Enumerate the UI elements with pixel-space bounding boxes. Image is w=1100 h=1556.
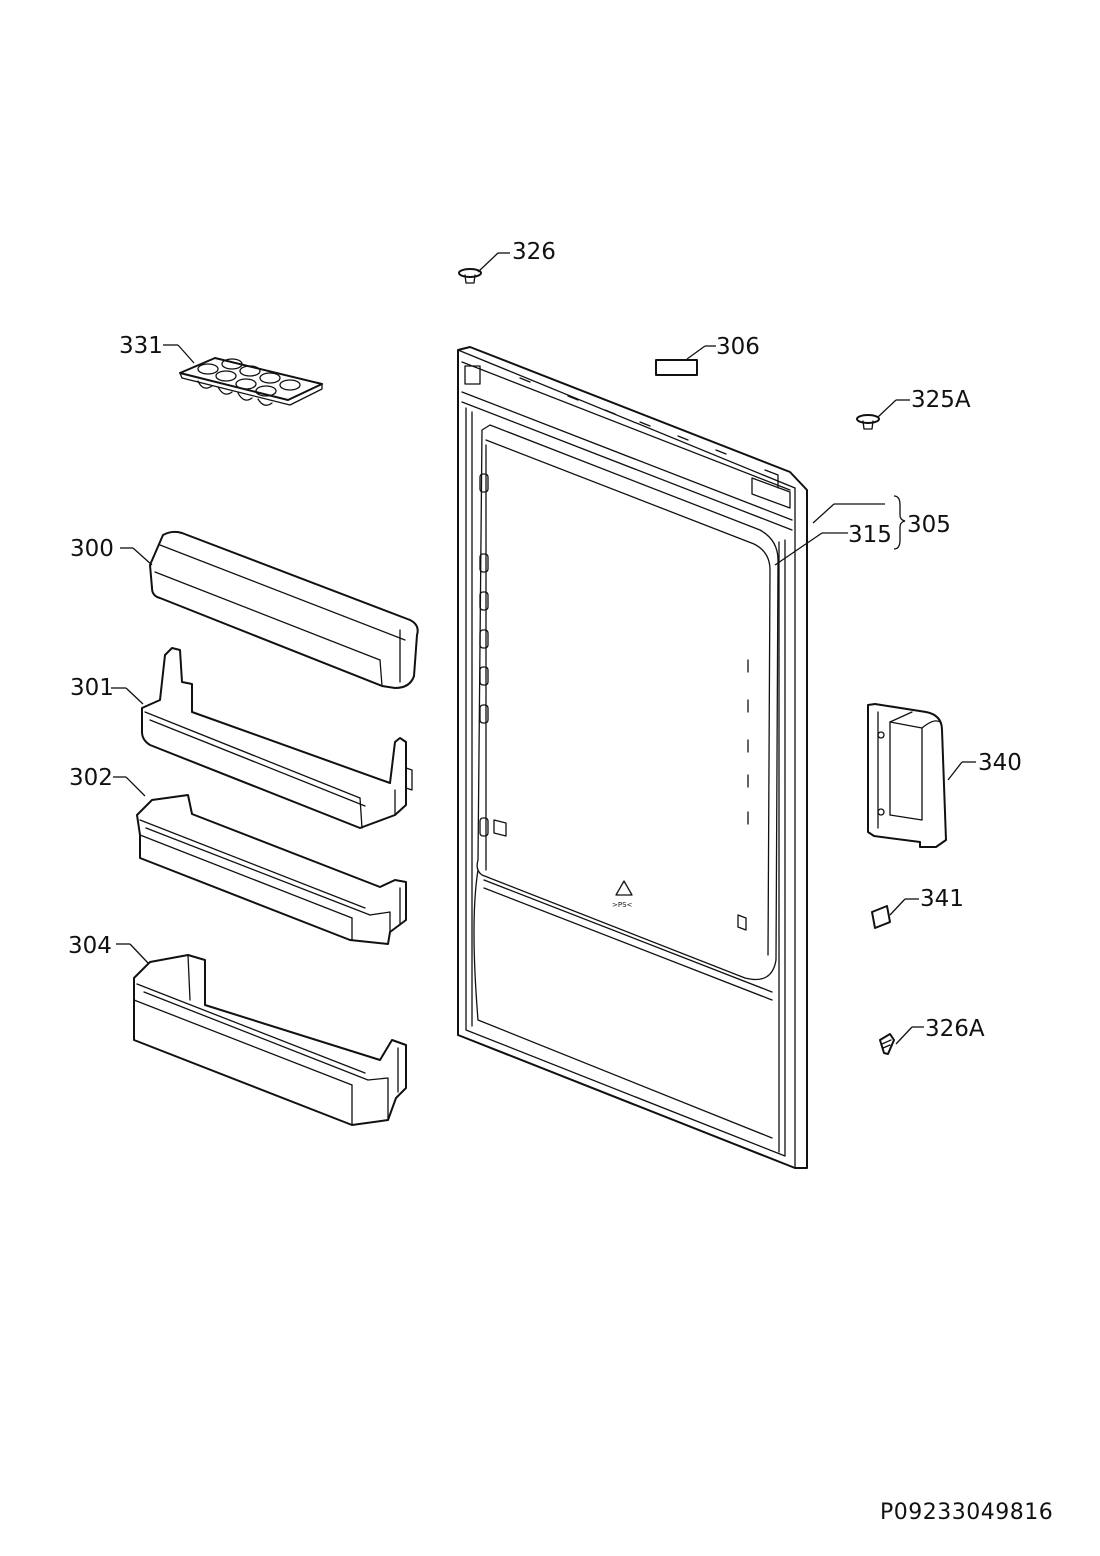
part-301-door-shelf xyxy=(111,647,413,829)
part-306-label xyxy=(655,345,716,376)
label-302: 302 xyxy=(69,765,113,791)
label-306: 306 xyxy=(716,334,760,360)
label-340: 340 xyxy=(978,750,1022,776)
part-304-door-bin xyxy=(116,943,407,1126)
part-305-door-assembly xyxy=(457,346,808,1169)
label-341: 341 xyxy=(920,886,964,912)
part-331-egg-tray xyxy=(163,344,323,406)
part-340-handle xyxy=(867,703,976,848)
part-326-cap xyxy=(458,252,510,284)
drawing-code: P09233049816 xyxy=(880,1500,1054,1525)
label-305-leaders xyxy=(774,495,906,566)
part-302-door-shelf xyxy=(113,776,407,945)
label-331: 331 xyxy=(119,333,163,359)
part-326a-screw xyxy=(879,1026,924,1055)
part-341-plate xyxy=(871,898,919,929)
label-326: 326 xyxy=(512,239,556,265)
part-300-shelf-cover xyxy=(120,530,419,689)
recycle-mark: >PS< xyxy=(612,901,633,909)
label-305: 305 xyxy=(907,512,951,538)
label-300: 300 xyxy=(70,536,114,562)
label-315: 315 xyxy=(848,522,892,548)
label-326a: 326A xyxy=(925,1016,985,1042)
label-301: 301 xyxy=(70,675,114,701)
label-304: 304 xyxy=(68,933,112,959)
label-325a: 325A xyxy=(911,387,971,413)
part-325a-cap xyxy=(856,399,910,430)
